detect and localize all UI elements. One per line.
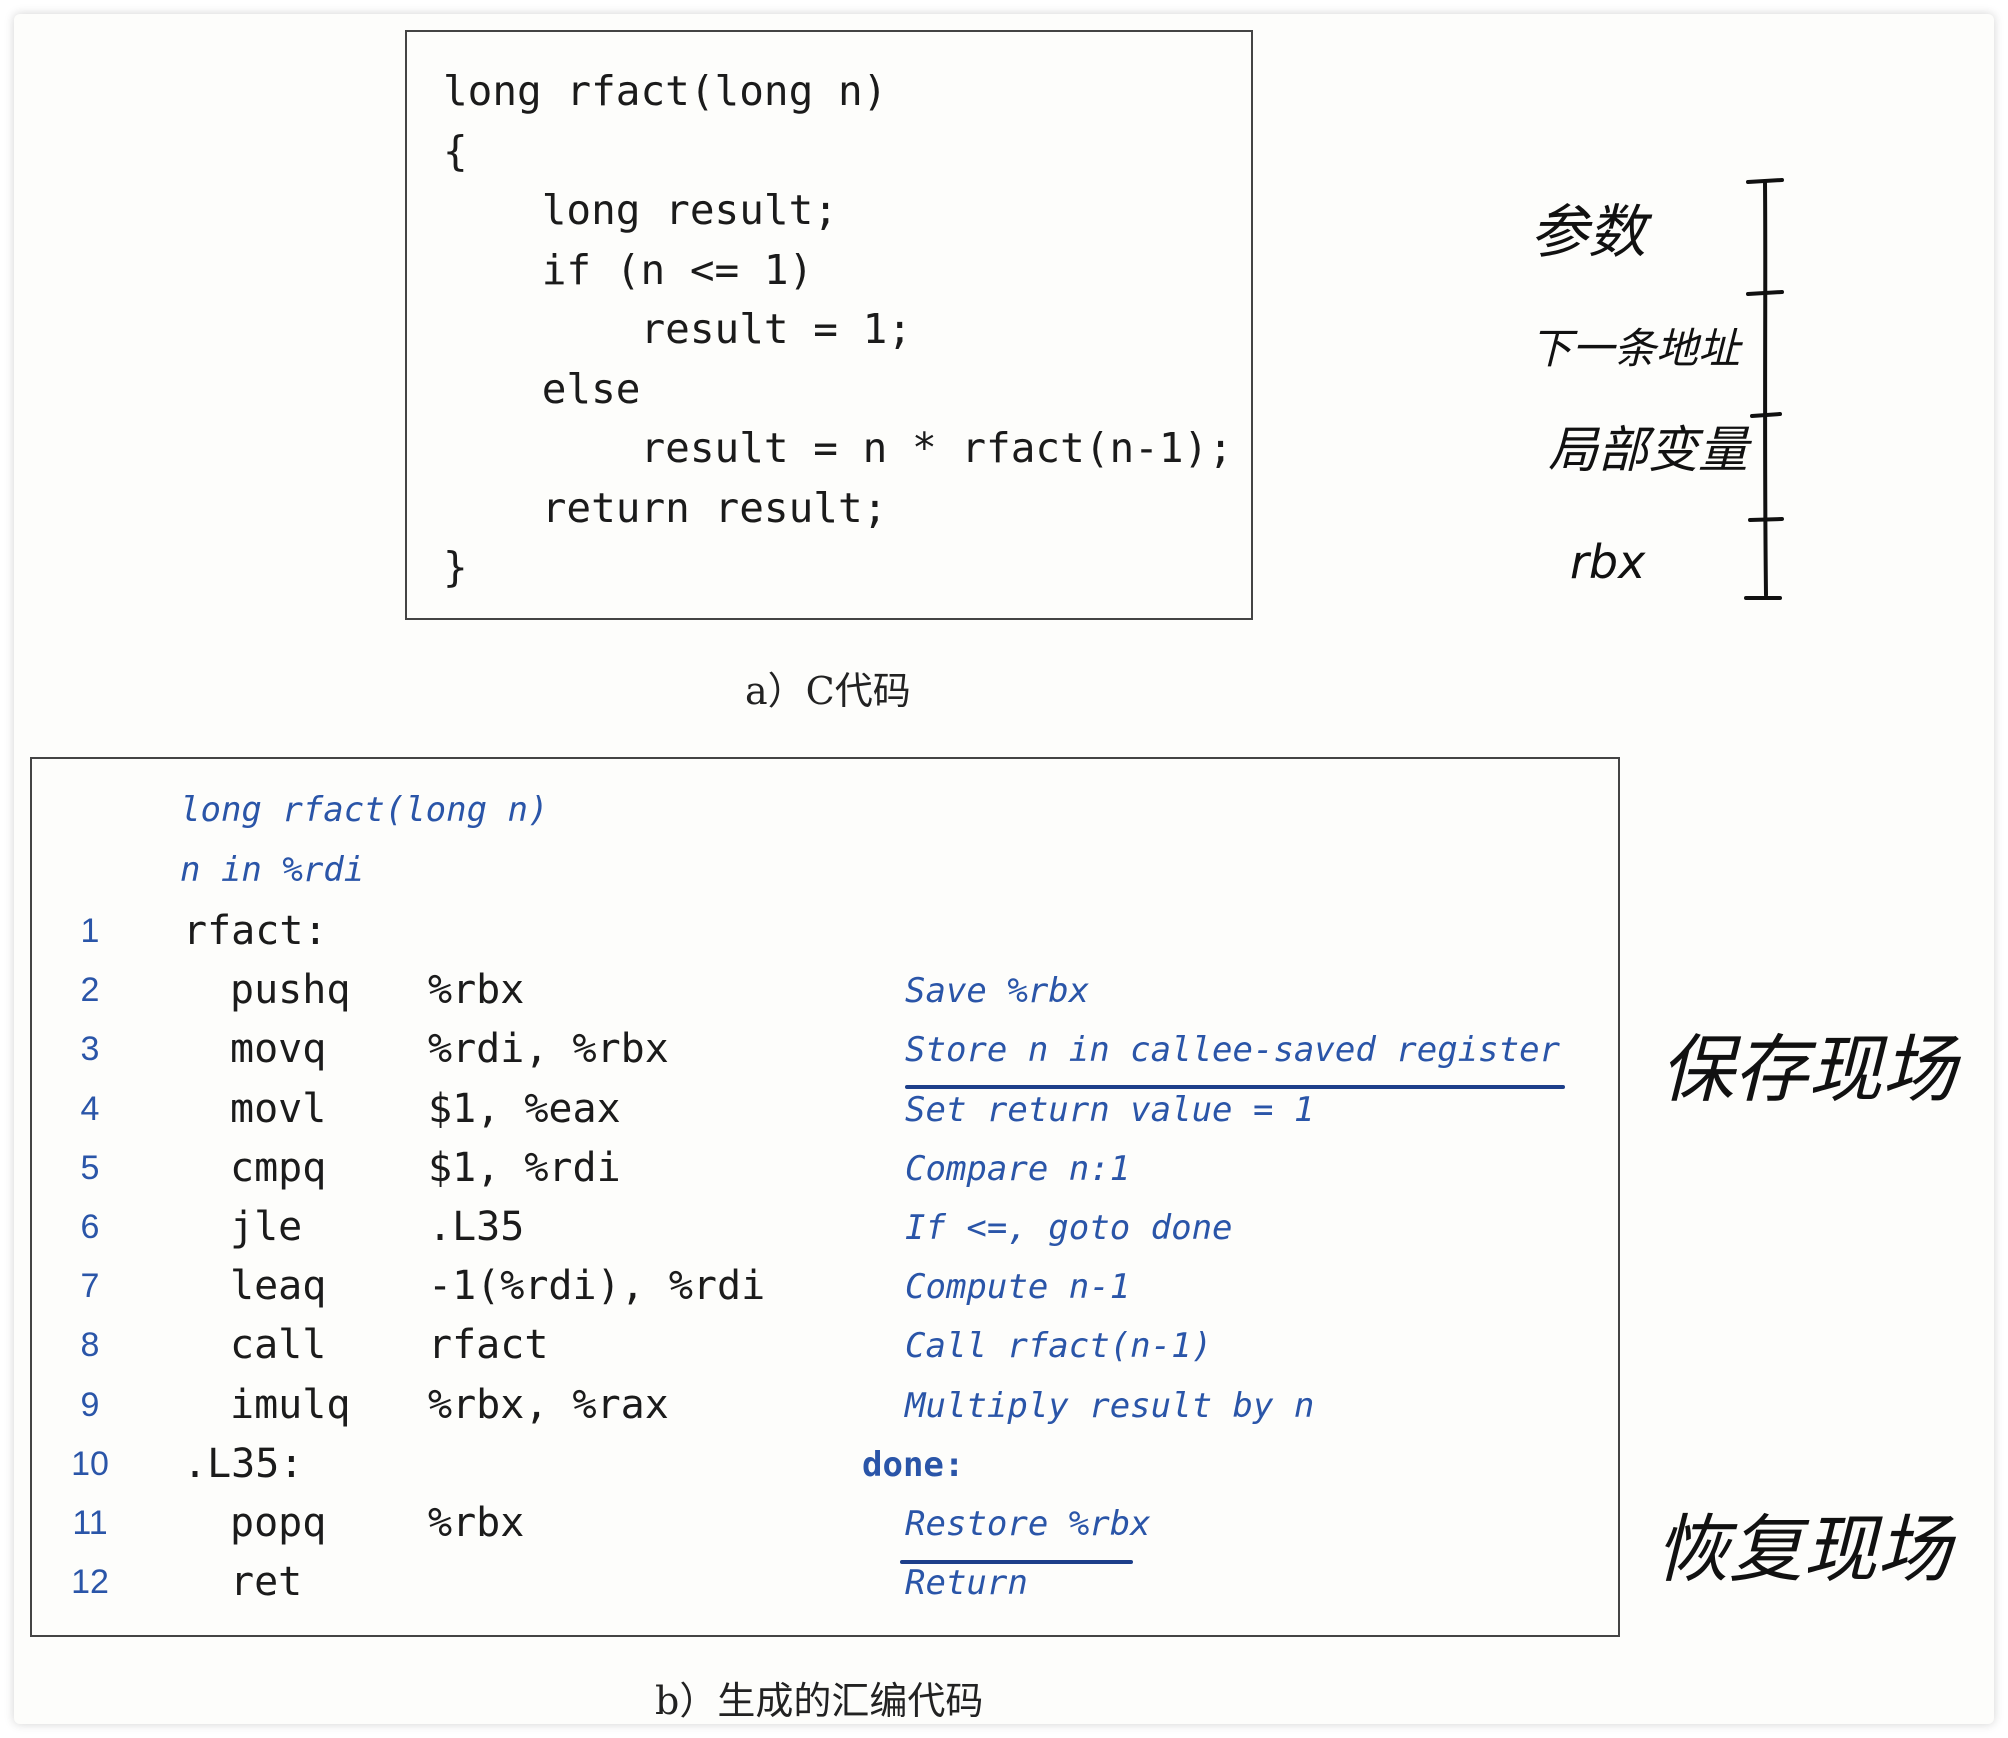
asm-instruction: ret xyxy=(230,1559,303,1605)
asm-code-box xyxy=(30,757,1620,1637)
asm-instruction: movl xyxy=(230,1086,327,1132)
asm-instruction: call xyxy=(230,1322,327,1368)
stack-label-rbx: rbx xyxy=(1570,535,1646,589)
asm-line-number: 11 xyxy=(72,1504,108,1542)
asm-line-number: 9 xyxy=(80,1386,100,1424)
asm-label: .L35: xyxy=(183,1441,304,1487)
c-code-line: else xyxy=(443,364,641,413)
asm-comment: Restore %rbx xyxy=(905,1504,1151,1544)
asm-line-number: 8 xyxy=(80,1326,100,1364)
asm-header-signature: long rfact(long n) xyxy=(180,790,549,830)
asm-operands: $1, %eax xyxy=(428,1086,621,1132)
asm-instruction: jle xyxy=(230,1204,303,1250)
asm-line-number: 10 xyxy=(71,1445,109,1483)
asm-label: rfact: xyxy=(183,908,328,954)
asm-operands: %rbx xyxy=(428,967,525,1013)
stack-frame-sketch xyxy=(1744,178,1784,600)
c-code-line: if (n <= 1) xyxy=(443,245,814,294)
c-code-line: return result; xyxy=(443,483,888,532)
note-save-context: 保存现场 xyxy=(1660,1027,1956,1113)
c-code-line: long result; xyxy=(443,186,838,234)
asm-comment: Call rfact(n-1) xyxy=(905,1326,1213,1366)
note-restore-context: 恢复现场 xyxy=(1655,1507,1951,1593)
asm-operands: %rdi, %rbx xyxy=(428,1026,669,1072)
asm-operands: rfact xyxy=(428,1322,549,1368)
c-code-line: result = n * rfact(n-1); xyxy=(443,424,1233,472)
asm-comment: Store n in callee-saved register xyxy=(905,1030,1561,1070)
asm-comment: If <=, goto done xyxy=(905,1208,1233,1248)
asm-comment: Compare n:1 xyxy=(905,1149,1131,1189)
asm-operands: $1, %rdi xyxy=(428,1145,621,1191)
caption-c-code: a）C代码 xyxy=(745,669,911,713)
asm-line-number: 3 xyxy=(80,1030,100,1068)
stack-label-locals: 局部变量 xyxy=(1548,421,1748,479)
asm-line-number: 1 xyxy=(80,912,100,950)
asm-instruction: movq xyxy=(230,1026,327,1072)
asm-comment: Set return value = 1 xyxy=(905,1090,1315,1130)
asm-comment: Multiply result by n xyxy=(905,1386,1315,1426)
c-code-line: long rfact(long n) xyxy=(443,67,888,115)
asm-instruction: popq xyxy=(230,1500,327,1546)
asm-instruction: imulq xyxy=(230,1382,351,1428)
asm-line-number: 5 xyxy=(80,1149,100,1187)
stack-label-return-address: 下一条地址 xyxy=(1530,324,1741,373)
asm-header-param-note: n in %rdi xyxy=(180,850,365,890)
asm-line-number: 7 xyxy=(80,1267,100,1305)
c-code-box xyxy=(405,30,1253,620)
underline-save-block xyxy=(905,1085,1565,1089)
asm-line-number: 2 xyxy=(80,971,100,1009)
asm-operands: %rbx, %rax xyxy=(428,1382,669,1428)
page-frame xyxy=(14,14,1994,1724)
asm-operands: %rbx xyxy=(428,1500,525,1546)
c-code-block: long rfact(long n) { long result; if (n … xyxy=(443,62,1233,598)
c-code-line: { xyxy=(443,126,468,175)
asm-line-number: 6 xyxy=(80,1208,100,1246)
asm-instruction: cmpq xyxy=(230,1145,327,1191)
asm-comment: Compute n-1 xyxy=(905,1267,1131,1307)
asm-operands: .L35 xyxy=(428,1204,525,1250)
asm-comment: Save %rbx xyxy=(905,971,1090,1011)
asm-operands: -1(%rdi), %rdi xyxy=(428,1263,766,1309)
asm-instruction: leaq xyxy=(230,1263,327,1309)
asm-comment: Return xyxy=(905,1563,1028,1603)
caption-asm-code: b）生成的汇编代码 xyxy=(655,1679,984,1723)
underline-restore-block xyxy=(900,1560,1133,1564)
asm-instruction: pushq xyxy=(230,967,351,1013)
c-code-line: result = 1; xyxy=(443,305,912,353)
c-code-line: } xyxy=(443,543,468,591)
stack-label-params: 参数 xyxy=(1530,198,1647,266)
asm-done-label: done: xyxy=(862,1445,965,1485)
asm-line-number: 12 xyxy=(71,1563,109,1601)
asm-line-number: 4 xyxy=(80,1090,100,1128)
